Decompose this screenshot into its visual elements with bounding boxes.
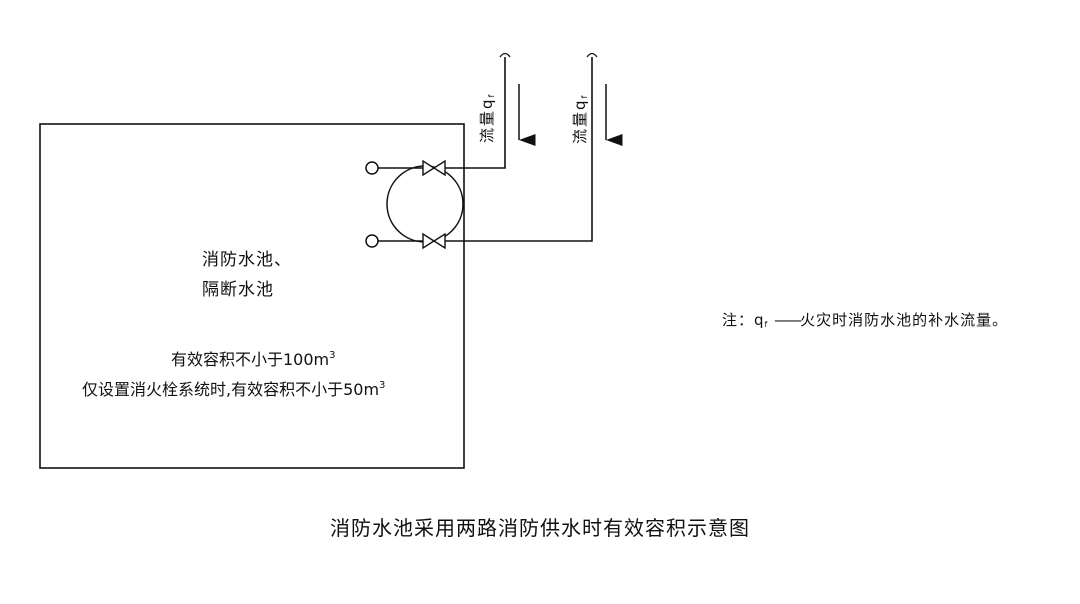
volume-requirement-line2-superscript: 3 — [379, 380, 386, 391]
volume-requirement-line2-text: 仅设置消火栓系统时,有效容积不小于50m — [82, 380, 380, 399]
supply-pipe-2 — [378, 57, 593, 242]
float-ball-1 — [365, 161, 379, 175]
supply-pipe-1 — [378, 57, 506, 169]
float-ring — [386, 165, 464, 243]
volume-requirement-line2: 仅设置消火栓系统时,有效容积不小于50m3 — [82, 380, 386, 399]
legend-note-subscript: f — [764, 320, 769, 329]
legend-note-dash: —— — [774, 311, 802, 329]
legend-note: 注：qf ——火灾时消防水池的补水流量。 — [722, 313, 1008, 329]
volume-requirement-line1-text: 有效容积不小于100m — [171, 350, 330, 369]
pipe-break-mark-1 — [499, 52, 511, 58]
flow-label-1: 流量qf — [478, 73, 496, 143]
legend-note-text: 火灾时消防水池的补水流量。 — [800, 311, 1009, 329]
valve-1 — [422, 159, 446, 177]
pool-name-line1: 消防水池、 — [202, 250, 292, 270]
float-ball-2 — [365, 234, 379, 248]
pipe-break-mark-2 — [586, 52, 598, 58]
pool-outline — [39, 123, 465, 469]
flow-label-1-subscript: f — [487, 92, 496, 98]
flow-label-2-subscript: f — [580, 93, 589, 99]
flow-label-2-text: 流量q — [571, 98, 589, 144]
diagram-title: 消防水池采用两路消防供水时有效容积示意图 — [330, 516, 750, 540]
flow-label-2: 流量qf — [571, 74, 589, 144]
flow-label-1-text: 流量q — [478, 97, 496, 143]
pool-name-line2: 隔断水池 — [202, 280, 274, 300]
valve-2 — [422, 232, 446, 250]
legend-note-prefix: 注：q — [722, 311, 765, 329]
volume-requirement-line1: 有效容积不小于100m3 — [171, 350, 336, 369]
volume-requirement-line1-superscript: 3 — [329, 350, 336, 361]
